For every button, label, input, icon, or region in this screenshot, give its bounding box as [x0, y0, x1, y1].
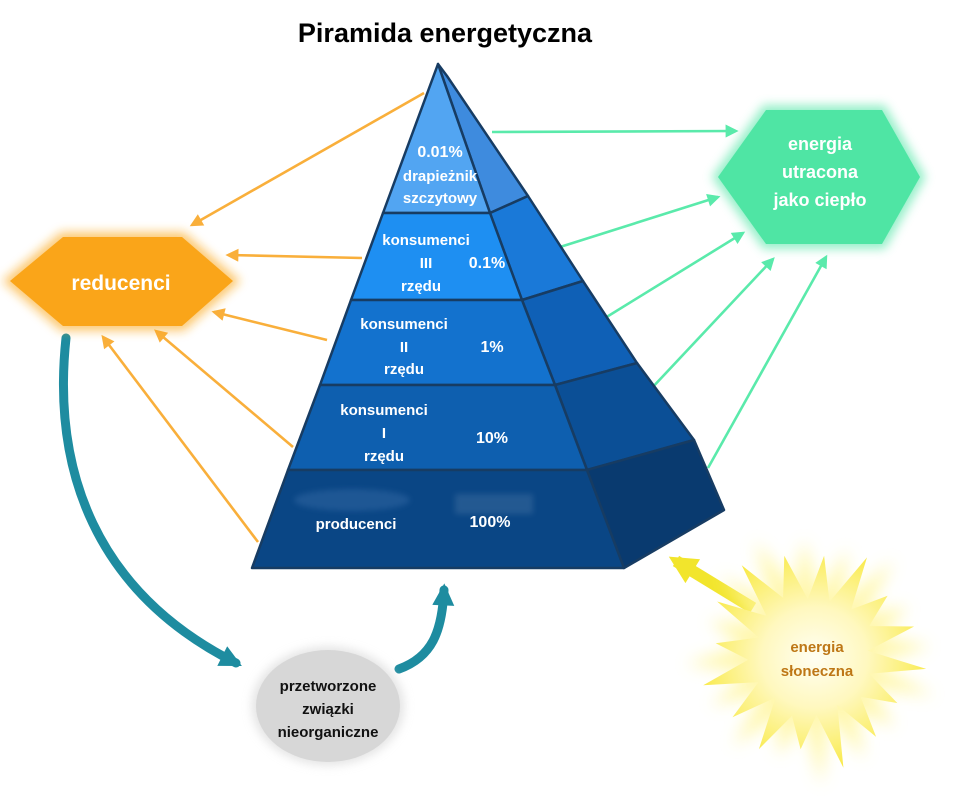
level2-label-line2: III — [420, 255, 433, 272]
inorganic-label-line3: nieorganiczne — [278, 724, 379, 741]
arrow-level2-to-heat — [559, 193, 721, 249]
level4-label-line1: konsumenci — [340, 402, 428, 419]
sun-star-icon — [703, 555, 927, 768]
arrow-level4-to-heat — [649, 257, 775, 391]
pyramid-level3-front — [318, 298, 557, 387]
level3-label-line3: rzędu — [384, 361, 424, 378]
level5-label: producenci — [316, 516, 397, 533]
arrow-apex-to-heat — [491, 124, 739, 138]
level3-label-line2: II — [400, 339, 408, 356]
arrow-apex-to-reducenci — [189, 91, 425, 227]
arrow-inorganic-to-producers — [394, 583, 455, 674]
pyramid-level4-front — [286, 383, 589, 472]
teal-arrow-group — [59, 333, 455, 674]
arrow-level2-to-reducenci — [225, 248, 363, 262]
level4-label-line2: I — [382, 425, 386, 442]
inorganic-node: przetworzone związki nieorganiczne — [252, 647, 404, 765]
reducenci-hexagon — [10, 237, 233, 326]
sun-label-line1: energia — [790, 639, 844, 656]
pyramid-level5-front — [250, 468, 626, 570]
reducenci-node: reducenci — [2, 232, 241, 331]
heat-node: energia utracona jako ciepło — [711, 105, 926, 249]
reducenci-label: reducenci — [71, 272, 170, 295]
level2-percent: 0.1% — [469, 255, 505, 272]
level3-label-line1: konsumenci — [360, 316, 448, 333]
heat-label-line1: energia — [788, 134, 853, 154]
sun-node: energia słoneczna — [685, 539, 935, 786]
level3-percent: 1% — [480, 339, 503, 356]
arrow-level3-to-heat — [604, 231, 746, 320]
light-patch-artifact — [455, 494, 533, 514]
inorganic-label-line2: związki — [302, 701, 354, 718]
pyramid: 0.01% drapieżnik szczytowy konsumenci II… — [250, 62, 726, 570]
arrow-level5-to-heat — [706, 254, 828, 469]
green-arrow-group — [491, 124, 828, 469]
level2-label-line1: konsumenci — [382, 232, 470, 249]
level2-label-line3: rzędu — [401, 278, 441, 295]
level4-percent: 10% — [476, 430, 508, 447]
inorganic-label-line1: przetworzone — [280, 678, 377, 695]
level4-label-line3: rzędu — [364, 448, 404, 465]
level1-label-line2: szczytowy — [403, 190, 478, 207]
level1-label-line1: drapieżnik — [403, 168, 478, 185]
orange-arrow-group — [101, 91, 425, 543]
arrow-level3-to-reducenci — [211, 308, 328, 342]
heat-label-line3: jako ciepło — [772, 190, 866, 210]
inorganic-ellipse — [256, 650, 400, 762]
heat-label-line2: utracona — [782, 162, 859, 182]
sun-label-line2: słoneczna — [781, 663, 854, 680]
arrow-reducenci-to-inorganic — [59, 333, 242, 668]
level1-percent: 0.01% — [417, 144, 462, 161]
smudge-artifact — [294, 489, 410, 511]
arrow-level5-to-reducenci — [101, 334, 260, 543]
level5-percent: 100% — [470, 514, 511, 531]
arrow-level4-to-reducenci — [154, 329, 294, 448]
page-title: Piramida energetyczna — [298, 18, 593, 48]
heat-hexagon — [718, 110, 920, 244]
